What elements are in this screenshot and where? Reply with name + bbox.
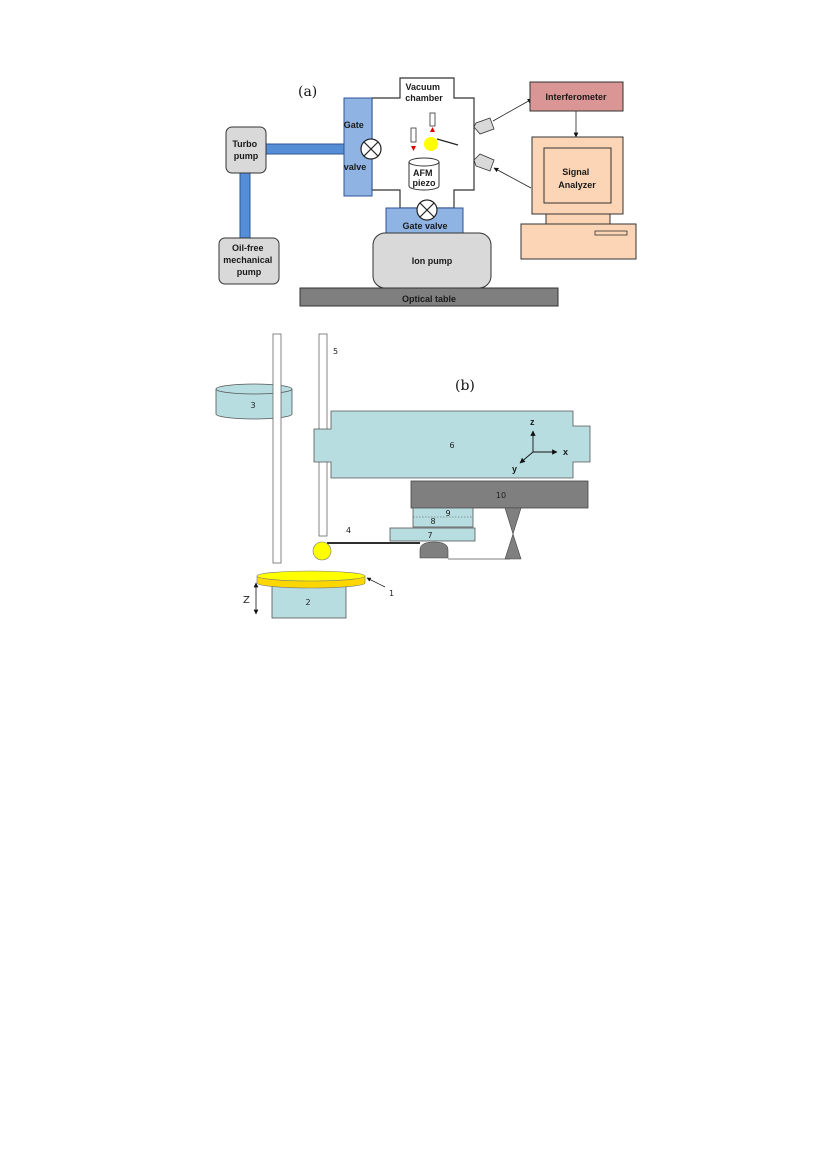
panel-b-caption: (b)	[455, 378, 475, 394]
turbo-pipe	[265, 143, 345, 155]
optical-table-label: Optical table	[402, 294, 456, 304]
sample-disk-1	[256, 570, 366, 589]
cantilever	[436, 138, 459, 146]
signal-analyzer-computer	[520, 136, 637, 260]
axis-y-label: y	[512, 464, 517, 474]
turbo-pump-label: Turbo pump	[232, 139, 259, 161]
probe-tip-right	[429, 112, 436, 132]
panel-a: (a) Optical table Turbo pump Oil-free me…	[218, 77, 637, 307]
panel-a-caption: (a)	[298, 84, 317, 100]
viewport-lower	[473, 153, 495, 172]
ion-pump	[372, 232, 492, 289]
label-6: 6	[449, 441, 454, 450]
sphere-b	[312, 541, 332, 561]
label-9: 9	[445, 509, 450, 518]
support-top-triangle	[504, 507, 522, 536]
label-3: 3	[250, 401, 255, 410]
interferometer-label: Interferometer	[545, 92, 607, 102]
z-motion-label: Z	[243, 595, 250, 606]
label-7: 7	[427, 531, 432, 540]
probe-tip-left	[410, 127, 417, 151]
panel-b: (b) 3 5 6 z x y 10 9 8 7	[215, 333, 591, 619]
turbo-pump	[225, 126, 267, 174]
mechanical-pipe	[239, 171, 251, 239]
gate-valve-bottom-label: Gate valve	[402, 221, 447, 231]
axis-z-label: z	[530, 417, 535, 427]
valve-cross-icon	[416, 199, 438, 221]
label-10: 10	[496, 491, 506, 500]
rod-left	[272, 333, 282, 564]
monitor-stand	[545, 213, 611, 225]
mechanical-pump	[218, 237, 280, 285]
afm-piezo-label: AFM piezo	[412, 168, 436, 188]
signal-analyzer-label: Signal Analyzer	[558, 167, 596, 190]
computer-base	[520, 223, 637, 260]
mount-dome	[419, 541, 449, 559]
label-4: 4	[346, 526, 351, 535]
ion-pump-label: Ion pump	[412, 256, 453, 266]
mechanical-pump-label: Oil-free mechanical pump	[223, 243, 275, 277]
arrow-to-interferometer	[492, 98, 533, 122]
interferometer	[529, 81, 624, 112]
block-10	[410, 480, 589, 509]
disk-drive-slot	[594, 230, 628, 236]
vacuum-chamber-label: Vacuum chamber	[405, 82, 443, 103]
block-8-9	[412, 507, 474, 528]
pointer-1	[366, 577, 386, 588]
valve-cross-icon	[360, 138, 382, 160]
gate-valve-left-label: Gate valve	[344, 120, 367, 172]
label-8: 8	[430, 517, 435, 526]
label-1: 1	[389, 589, 394, 598]
axis-x-label: x	[563, 447, 568, 457]
arrow-to-viewport	[493, 167, 532, 189]
viewport-upper	[473, 117, 495, 135]
label-2: 2	[305, 598, 310, 607]
sphere	[424, 137, 438, 151]
support-bottom-triangle	[504, 533, 522, 560]
label-5: 5	[333, 347, 338, 356]
monitor-screen	[543, 147, 612, 204]
coordinate-axes	[519, 430, 558, 464]
afm-piezo	[408, 157, 440, 191]
block-7	[389, 527, 476, 542]
